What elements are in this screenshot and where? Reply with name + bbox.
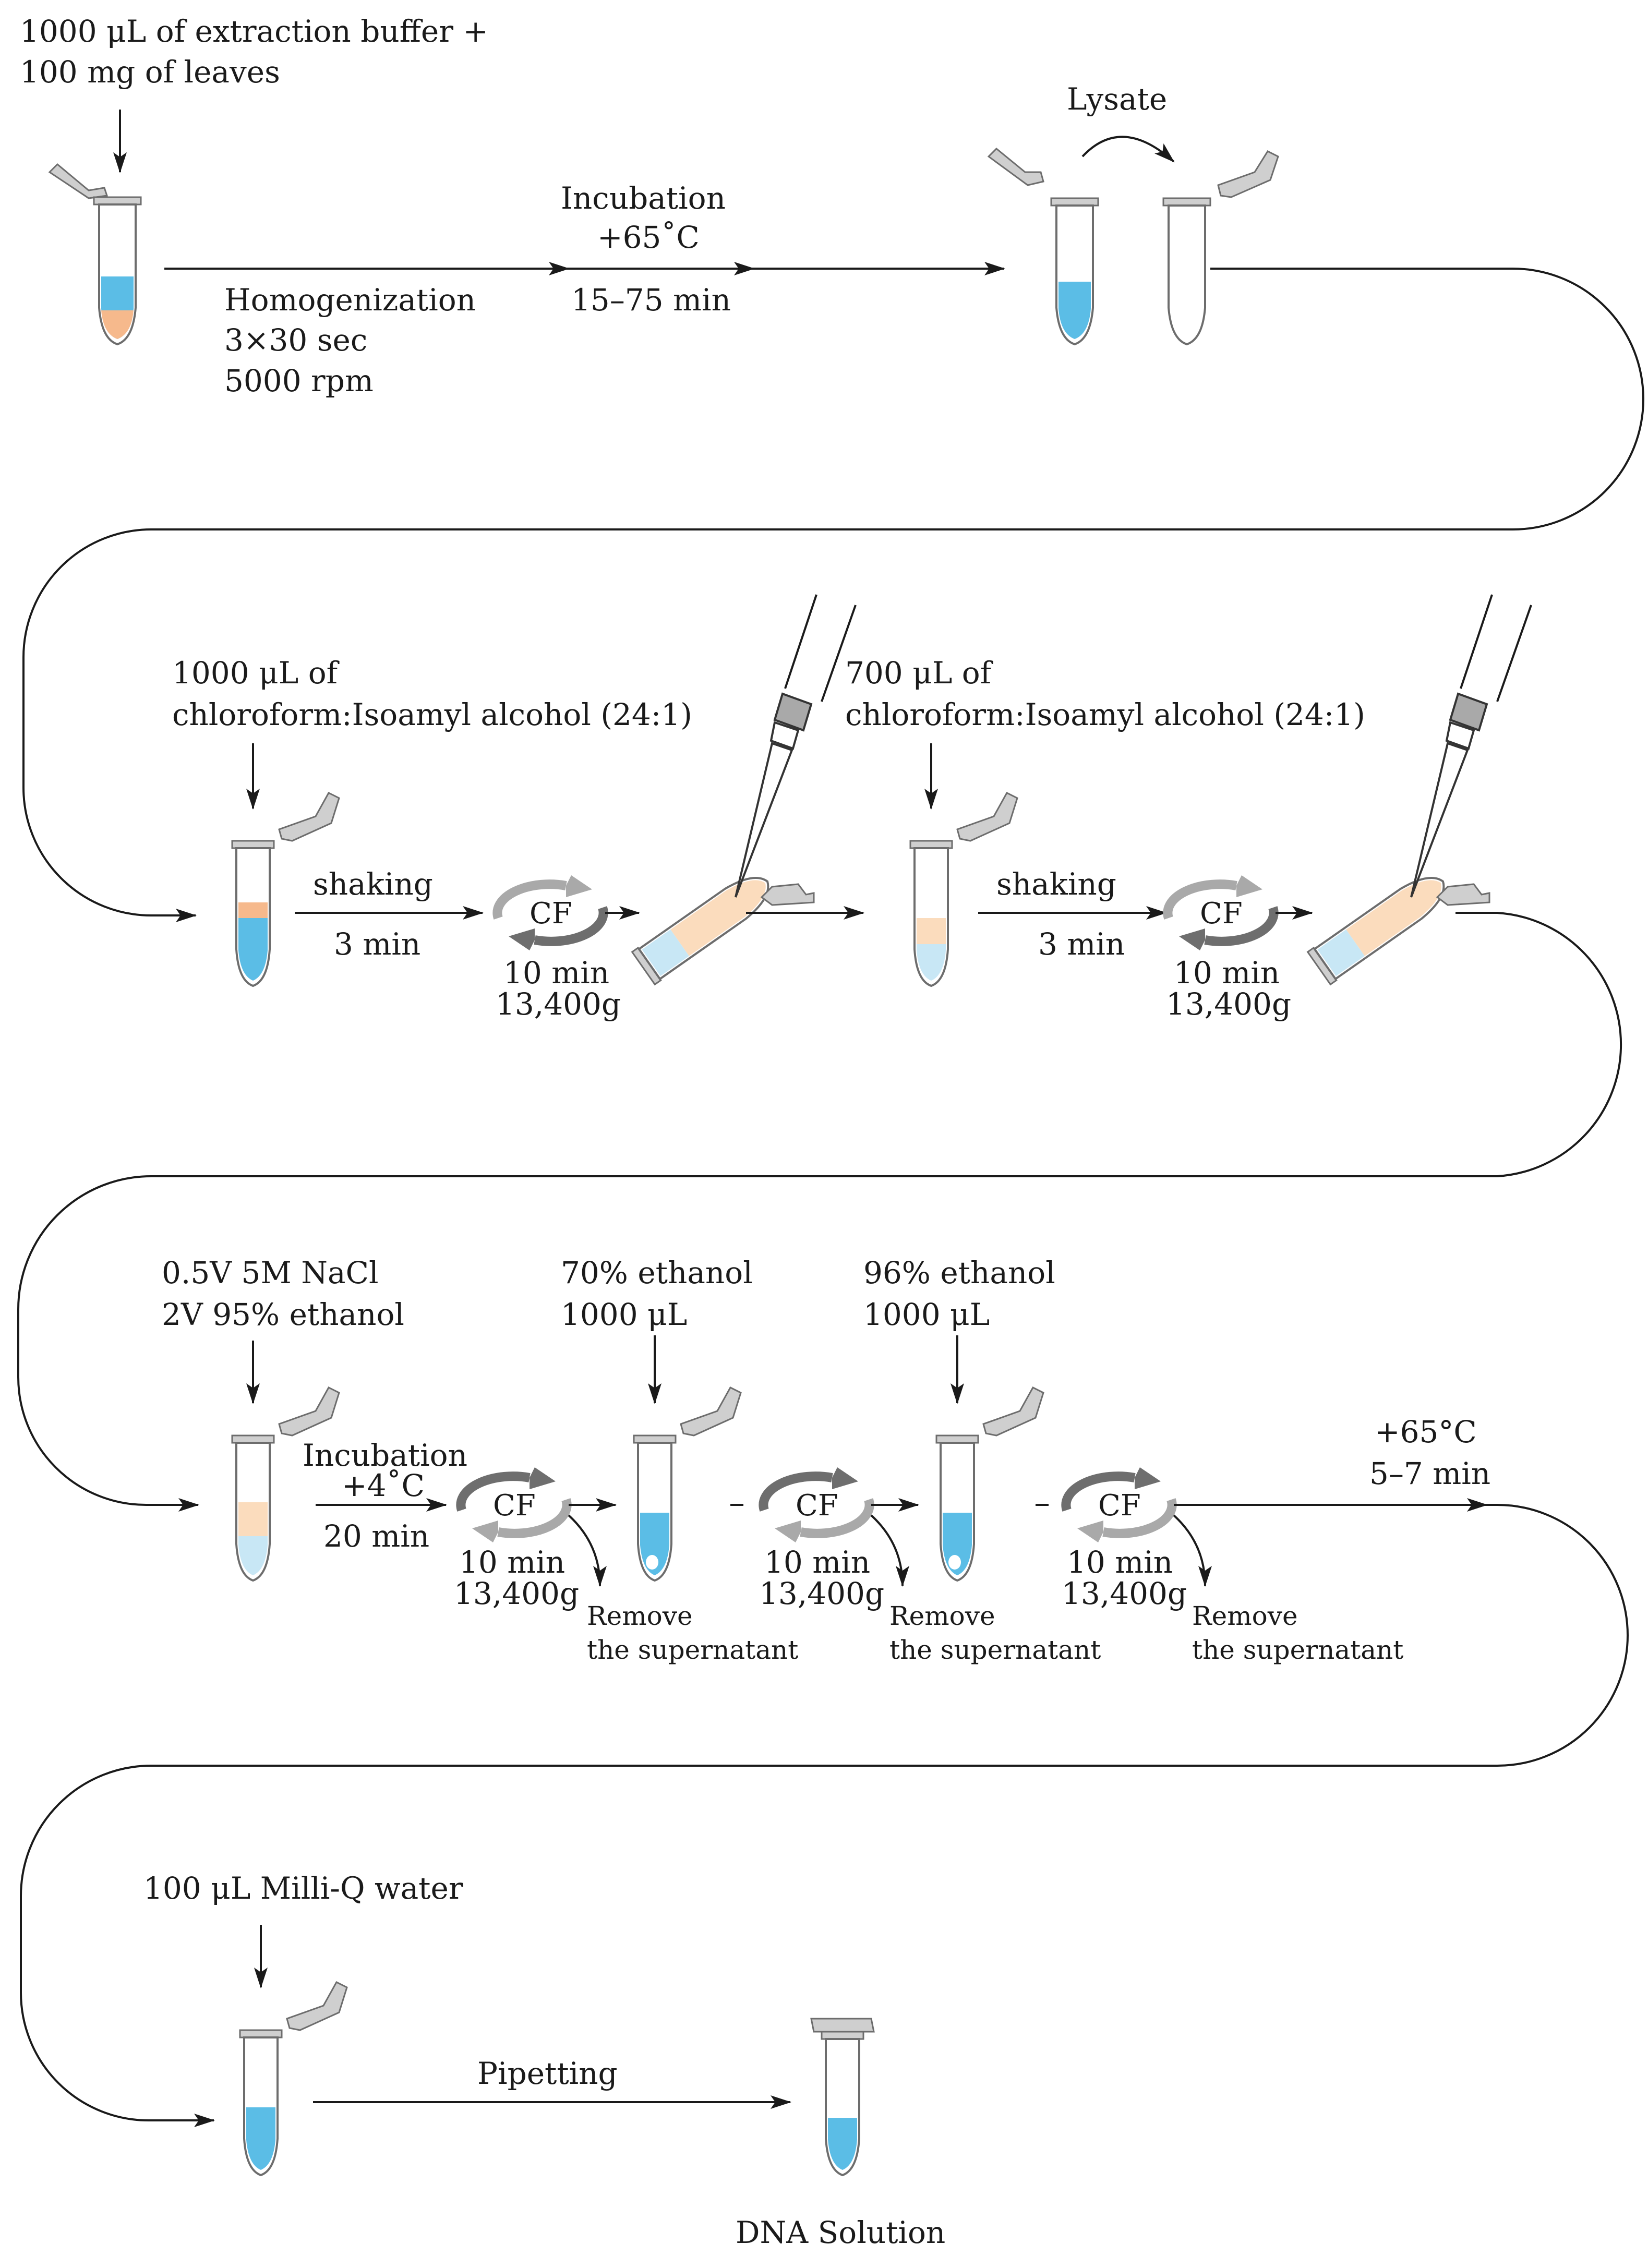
cf-4-time: 10 min <box>764 1545 870 1580</box>
pipetting-label: Pipetting <box>477 2056 618 2091</box>
tube-empty <box>1162 150 1279 346</box>
transfer-arrow <box>1081 136 1175 163</box>
ethanol96-volume: 1000 μL <box>863 1297 990 1332</box>
tilted-2-cap <box>1436 883 1490 906</box>
water-label: 100 μL Milli-Q water <box>143 1871 463 1906</box>
extraction-buffer-label: 1000 μL of extraction buffer + <box>20 14 488 49</box>
incubation-4c-label: Incubation <box>303 1438 467 1473</box>
tube-tilted-2 <box>1306 877 1445 986</box>
cf-5-time: 10 min <box>1067 1545 1173 1580</box>
incubation-time: 15–75 min <box>571 282 731 318</box>
chloroform-2-reagent: chloroform:Isoamyl alcohol (24:1) <box>845 697 1365 732</box>
cf-2-force: 13,400g <box>1166 986 1291 1022</box>
tube-ethanol96 <box>935 1386 1044 1582</box>
tube-dissolve <box>239 1981 348 2177</box>
row2-chloroform: 1000 μL of chloroform:Isoamyl alcohol (2… <box>172 594 1532 1022</box>
ethanol96-label: 96% ethanol <box>863 1255 1055 1290</box>
cf-1-label: CF <box>530 897 572 931</box>
remove-3-target: the supernatant <box>1192 1635 1403 1665</box>
row1-extraction: 1000 μL of extraction buffer + 100 mg of… <box>20 14 1279 399</box>
incubation-label: Incubation <box>561 180 726 216</box>
shaking-2-label: shaking <box>996 866 1116 902</box>
remove-1-target: the supernatant <box>587 1635 798 1665</box>
chloroform-1-amount: 1000 μL of <box>172 655 340 691</box>
tube-homogenate <box>48 163 142 346</box>
row3-precipitation: 0.5V 5M NaCl 2V 95% ethanol Incubation +… <box>162 1255 1490 1665</box>
centrifuge-3: CF <box>456 1467 572 1542</box>
tube-dna-solution <box>810 2018 875 2177</box>
chloroform-1-reagent: chloroform:Isoamyl alcohol (24:1) <box>172 697 692 732</box>
remove-2-arrow <box>870 1514 909 1587</box>
chloroform-2-amount: 700 μL of <box>845 655 993 691</box>
cf-3-time: 10 min <box>459 1545 565 1580</box>
incubation-4c-temperature: +4˚C <box>342 1468 425 1503</box>
cf-3-force: 13,400g <box>454 1576 579 1611</box>
tilted-1-cap <box>760 883 815 906</box>
remove-3-label: Remove <box>1192 1601 1298 1631</box>
cf-4-label: CF <box>796 1489 838 1523</box>
cf-4-force: 13,400g <box>759 1576 884 1611</box>
incubation-4c-time: 20 min <box>323 1518 429 1554</box>
lysate-label: Lysate <box>1067 81 1167 117</box>
remove-3-arrow <box>1173 1514 1212 1587</box>
shaking-1-time: 3 min <box>334 926 420 962</box>
tube-tilted-1 <box>631 877 769 986</box>
remove-1-arrow <box>568 1514 607 1587</box>
tube-precipitation <box>231 1386 340 1582</box>
homogenization-speed: 5000 rpm <box>224 363 374 399</box>
nacl-label: 0.5V 5M NaCl <box>162 1255 379 1290</box>
flow-connectors <box>17 268 1644 2127</box>
cf-1-force: 13,400g <box>496 986 621 1022</box>
remove-2-target: the supernatant <box>889 1635 1101 1665</box>
tube-ethanol70 <box>633 1386 742 1582</box>
dry-temperature: +65°C <box>1375 1414 1477 1450</box>
cf-2-time: 10 min <box>1174 955 1280 991</box>
row4-dissolution: 100 μL Milli-Q water Pipetting DNA Solut… <box>143 1871 945 2250</box>
cf-2-label: CF <box>1200 897 1243 931</box>
tube-chloroform-1 <box>231 792 340 987</box>
centrifuge-5: CF <box>1061 1467 1177 1542</box>
centrifuge-2: CF <box>1163 875 1279 950</box>
ethanol70-label: 70% ethanol <box>561 1255 753 1290</box>
ethanol95-label: 2V 95% ethanol <box>162 1297 404 1332</box>
shaking-2-time: 3 min <box>1038 926 1125 962</box>
ethanol70-volume: 1000 μL <box>561 1297 687 1332</box>
remove-1-label: Remove <box>587 1601 693 1631</box>
pipette-1 <box>735 594 857 898</box>
centrifuge-4: CF <box>759 1467 874 1542</box>
remove-2-label: Remove <box>889 1601 995 1631</box>
cf-3-label: CF <box>493 1489 536 1523</box>
incubation-temperature: +65˚C <box>597 220 700 255</box>
centrifuge-1: CF <box>492 875 608 950</box>
dna-solution-label: DNA Solution <box>736 2215 945 2250</box>
shaking-1-label: shaking <box>313 866 433 902</box>
homogenization-label: Homogenization <box>224 282 476 318</box>
cf-1-time: 10 min <box>503 955 609 991</box>
pipette-2 <box>1410 594 1532 898</box>
leaves-amount-label: 100 mg of leaves <box>20 54 280 90</box>
cf-5-force: 13,400g <box>1062 1576 1187 1611</box>
tube-chloroform-2 <box>909 792 1018 987</box>
homogenization-time: 3×30 sec <box>224 322 367 358</box>
dry-time: 5–7 min <box>1369 1456 1490 1491</box>
tube-lysate <box>987 147 1099 346</box>
cf-5-label: CF <box>1098 1489 1141 1523</box>
